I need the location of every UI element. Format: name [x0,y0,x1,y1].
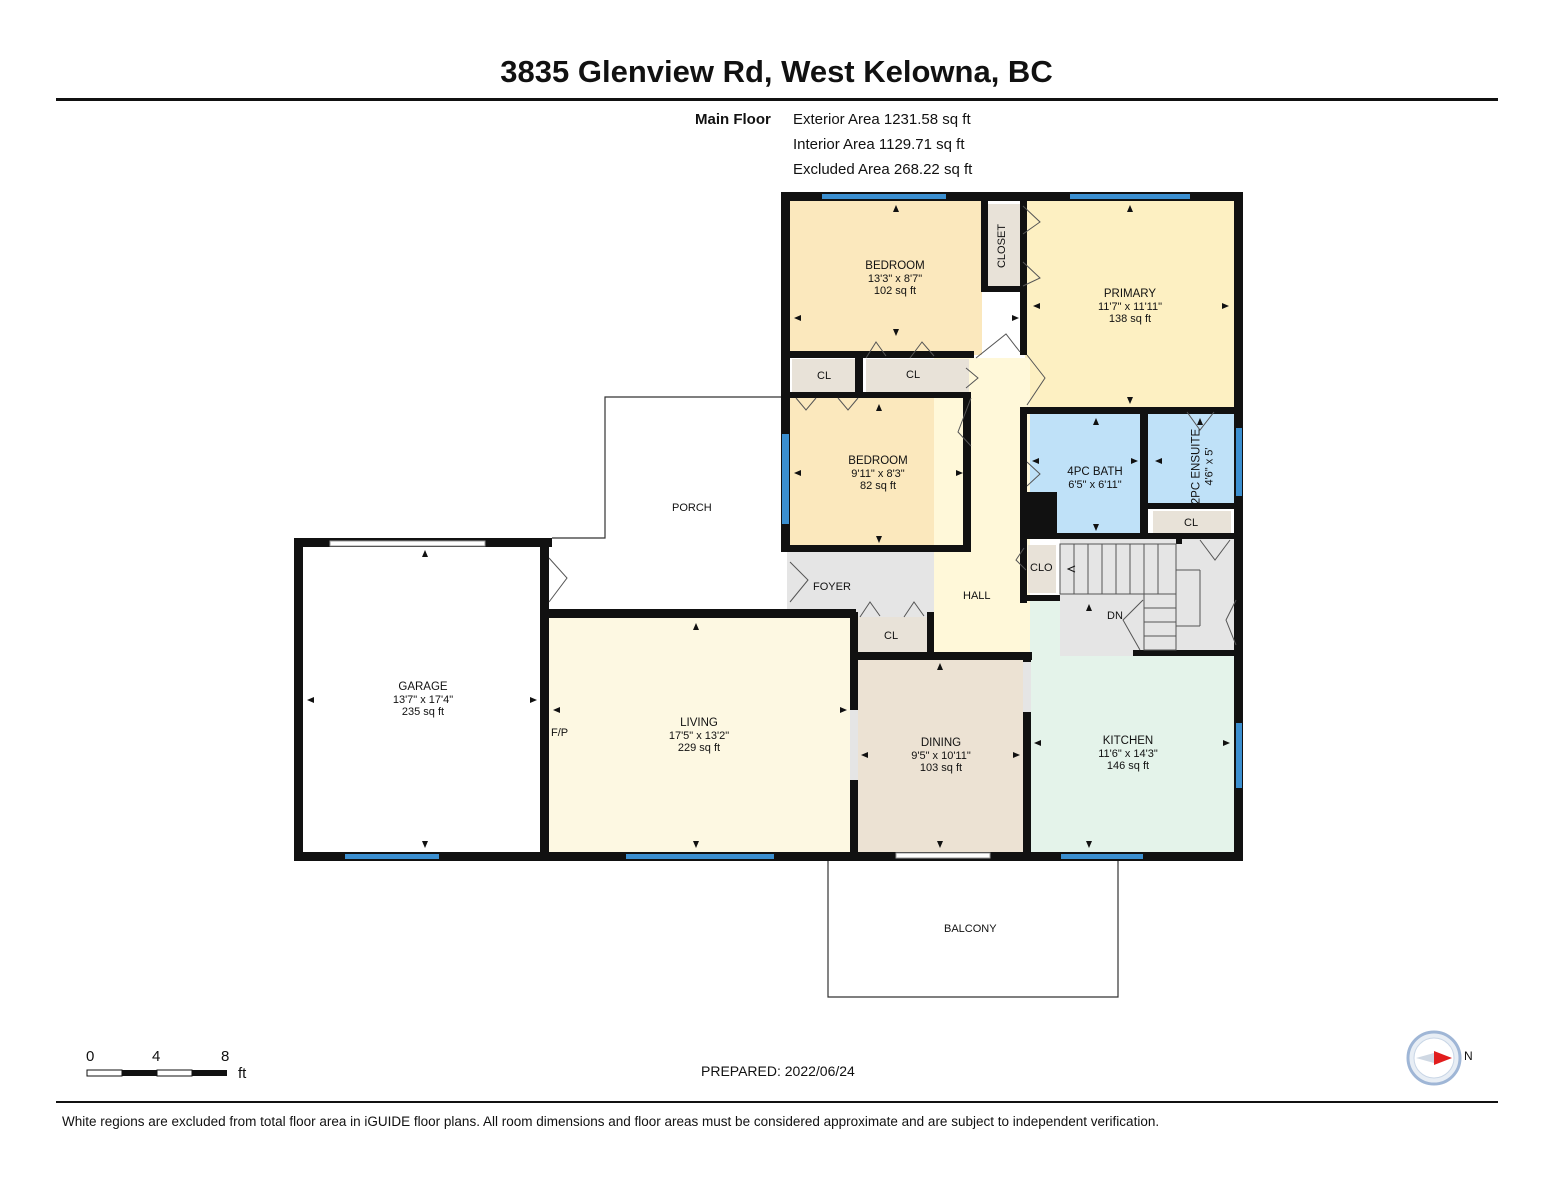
interior-area: Interior Area 1129.71 sq ft [793,136,965,153]
garage-door [329,540,486,547]
room-fill-hall [934,358,1030,656]
door-swings [548,205,1237,651]
room-ensuite: 2PC ENSUITE 4'6" x 5' [1191,417,1216,517]
page-title: 3835 Glenview Rd, West Kelowna, BC [500,54,1053,89]
room-area: 103 sq ft [919,762,963,774]
room-area: 235 sq ft [401,706,445,718]
room-primary: PRIMARY 11'7" x 11'11" 138 sq ft [1080,288,1180,326]
room-area: 229 sq ft [677,742,721,754]
room-kitchen: KITCHEN 11'6" x 14'3" 146 sq ft [1078,735,1178,773]
compass-icon [1406,1030,1462,1086]
stairs [1059,543,1201,651]
room-dims: 9'5" x 10'11" [911,749,971,762]
room-name: KITCHEN [1102,735,1154,747]
room-name: BEDROOM [865,260,925,272]
label-cl: CL [906,369,921,381]
dining-opening [850,710,858,780]
room-dims: 4'6" x 5' [1203,447,1215,486]
room-fill-dining [857,657,1026,853]
room-bedroom2: BEDROOM 9'11" x 8'3" 82 sq ft [828,455,928,493]
label-foyer: FOYER [813,581,851,593]
scale-tick-label: 8 [221,1048,230,1065]
room-dims: 11'6" x 14'3" [1098,747,1158,760]
label-fireplace: F/P [551,727,569,739]
excluded-area: Excluded Area 268.22 sq ft [793,161,973,178]
closet-fill-cl1 [792,359,861,395]
room-fill-primary [1025,198,1237,413]
room-name: BEDROOM [848,455,908,467]
prepared-date: PREPARED: 2022/06/24 [701,1063,855,1079]
porch-outline [552,396,781,539]
room-fill-stairs [1060,536,1236,656]
room-name: GARAGE [398,681,448,693]
label-cl: CL [817,370,832,382]
closet-fill-primary [988,204,1023,290]
room-living: LIVING 17'5" x 13'2" 229 sq ft [649,717,749,755]
room-name: 4PC BATH [1067,466,1123,478]
balcony-outline [827,861,1119,998]
dimension-arrows [307,205,1230,848]
room-fill-living [548,617,853,853]
label-hall: HALL [963,590,991,602]
room-garage: GARAGE 13'7" x 17'4" 235 sq ft [373,681,473,719]
closet-fill-cl4 [857,617,929,652]
disclaimer: White regions are excluded from total fl… [62,1114,1160,1129]
compass [1405,1029,1463,1087]
exterior-area: Exterior Area 1231.58 sq ft [793,111,971,128]
room-fill-ensuite [1148,413,1236,506]
closet-fill-cl3 [1153,511,1231,535]
label-closet: CLOSET [996,223,1009,269]
floor-label: Main Floor [695,111,771,128]
room-area: 138 sq ft [1108,313,1152,325]
room-fill-foyer [787,550,934,617]
scale-tick-label: 4 [152,1048,161,1065]
room-dims: 13'3" x 8'7" [867,272,923,285]
room-bedroom1: BEDROOM 13'3" x 8'7" 102 sq ft [845,260,945,298]
label-cl: CL [884,630,899,642]
room-name: LIVING [680,717,718,729]
label-cl: CL [1184,517,1199,529]
scale-unit: ft [238,1065,247,1082]
label-clo: CLO [1030,562,1053,574]
room-name: PRIMARY [1103,288,1157,300]
room-bath: 4PC BATH 6'5" x 6'11" [1045,466,1145,491]
label-dn: DN [1107,610,1123,622]
label-balcony: BALCONY [944,923,997,935]
room-dims: 11'7" x 11'11" [1098,300,1162,313]
top-rule [56,98,1498,101]
room-area: 82 sq ft [859,480,897,492]
room-area: 146 sq ft [1106,760,1150,772]
scale-bar-graphic [86,1069,227,1077]
compass-north-label: N [1464,1049,1473,1063]
scale-tick-label: 0 [86,1048,95,1065]
label-porch: PORCH [672,502,712,514]
bottom-rule [56,1101,1498,1103]
room-dining: DINING 9'5" x 10'11" 103 sq ft [891,737,991,775]
room-fill-bedroom1 [787,198,982,355]
room-area: 102 sq ft [873,285,917,297]
windows [345,194,1242,859]
room-name: 2PC ENSUITE [1190,428,1203,505]
closet-fill-cl2 [866,359,969,392]
room-dims: 13'7" x 17'4" [392,693,454,706]
room-name: DINING [920,737,962,749]
room-dims: 9'11" x 8'3" [851,467,905,480]
kitchen-opening [1023,662,1031,712]
closet-fill-clo [1028,545,1056,593]
room-dims: 6'5" x 6'11" [1068,478,1122,491]
room-dims: 17'5" x 13'2" [668,729,730,742]
balcony-door [895,852,991,859]
